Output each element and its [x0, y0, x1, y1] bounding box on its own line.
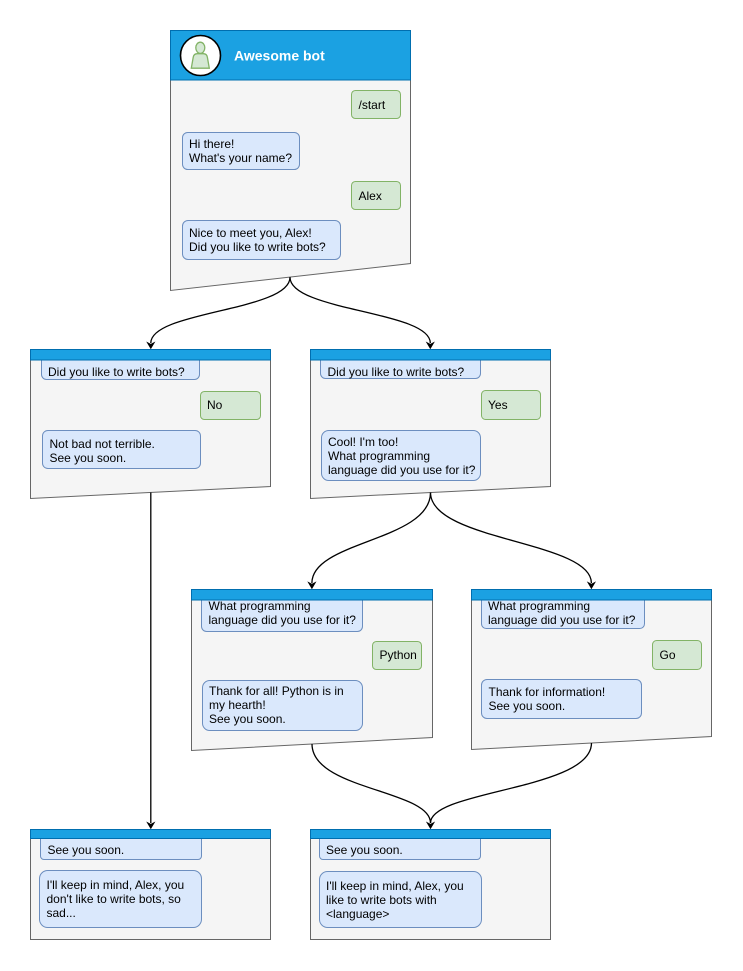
- svg-text:Awesome bot: Awesome bot: [234, 48, 325, 64]
